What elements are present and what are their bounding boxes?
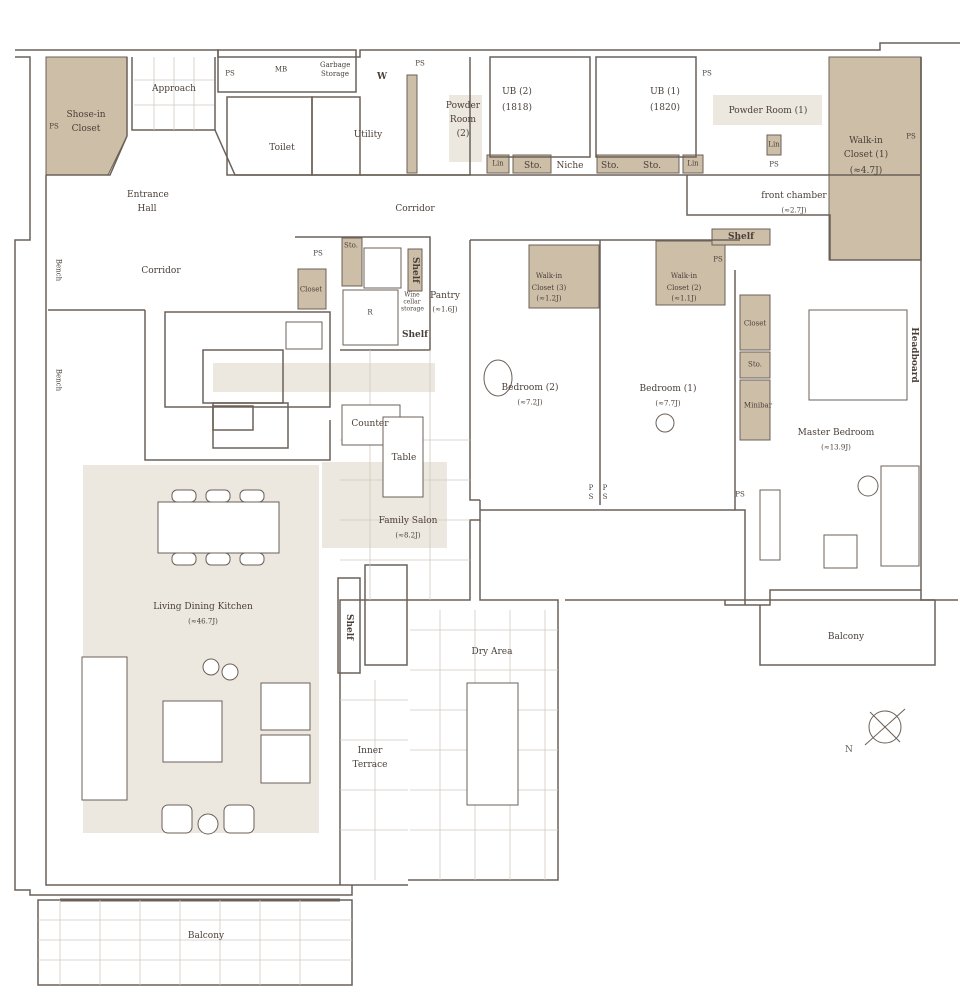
ps-label: PS xyxy=(49,122,59,131)
corridor-label: Corridor xyxy=(141,266,181,276)
headboard-label: Headboard xyxy=(909,327,919,383)
shelf-label: Shelf xyxy=(401,330,429,340)
ps-label: PS xyxy=(769,160,779,169)
walk-in-closet-3-size: (≈1.2J) xyxy=(536,294,562,303)
ps-label: P S xyxy=(588,484,594,501)
inner-terrace-label: Inner Terrace xyxy=(352,746,388,770)
walls xyxy=(14,42,960,986)
shelf-label: Shelf xyxy=(410,256,420,284)
linen-label: Lin xyxy=(492,159,504,168)
ldk-label: Living Dining Kitchen xyxy=(153,602,253,612)
storage-label: Sto. xyxy=(748,360,762,369)
walk-in-closet-2-size: (≈1.1J) xyxy=(671,294,697,303)
table-label: Table xyxy=(391,453,417,463)
family-salon-label: Family Salon xyxy=(378,516,438,526)
minibar-label: Minibar xyxy=(743,401,773,410)
approach-label: Approach xyxy=(152,84,196,94)
bedroom-2-label: Bedroom (2) xyxy=(501,383,559,393)
furniture xyxy=(81,247,920,835)
powder-room-2-label: Powder Room (2) xyxy=(445,101,481,139)
storage-label: Sto. xyxy=(344,241,358,250)
bench-label: Bench xyxy=(54,258,63,282)
tile-grids xyxy=(38,57,558,985)
master-bedroom-size: (≈13.9J) xyxy=(821,443,851,452)
ub2-label: UB (2) xyxy=(502,87,532,97)
dry-area-label: Dry Area xyxy=(471,647,513,657)
ldk-size: (≈46.7J) xyxy=(188,617,218,626)
wine-cellar-label: Wine cellar storage xyxy=(401,291,424,313)
ub1-size-label: (1820) xyxy=(650,103,680,113)
powder-room-1-label: Powder Room (1) xyxy=(728,106,808,116)
closet-label: Closet xyxy=(743,319,767,328)
bedroom-2-size: (≈7.2J) xyxy=(517,398,543,407)
pantry-label: Pantry xyxy=(430,291,460,301)
entrance-hall-label: Entrance Hall xyxy=(127,190,169,214)
ps-label: PS xyxy=(735,490,745,499)
shelf-label: Shelf xyxy=(727,232,755,242)
ub1-label: UB (1) xyxy=(650,87,680,97)
linen-label: Lin xyxy=(768,140,780,149)
ps-label: PS xyxy=(713,255,723,264)
walk-in-closet-3-label: Walk-in Closet (3) xyxy=(531,272,567,292)
storage-label: Sto. xyxy=(524,161,542,171)
ps-label: P S xyxy=(602,484,608,501)
garbage-storage-label: Garbage Storage xyxy=(320,61,351,78)
svg-text:N: N xyxy=(845,745,853,755)
niche-label: Niche xyxy=(556,161,584,171)
bench-label: Bench xyxy=(54,368,63,392)
corridor-label: Corridor xyxy=(395,204,435,214)
closet-fills xyxy=(45,56,922,441)
front-chamber-label: front chamber xyxy=(761,191,827,201)
mb-label: MB xyxy=(274,65,288,74)
balcony-label: Balcony xyxy=(827,632,865,642)
balcony-label: Balcony xyxy=(187,931,225,941)
ps-label: PS xyxy=(313,249,323,258)
toilet-label: Toilet xyxy=(269,143,295,153)
walk-in-closet-1-label: Walk-in Closet (1) xyxy=(843,136,889,160)
washer-label: W xyxy=(376,72,388,82)
ps-label: PS xyxy=(702,69,712,78)
master-bedroom-label: Master Bedroom xyxy=(797,428,875,438)
utility-label: Utility xyxy=(353,130,383,140)
shoe-closet-label: Shose-in Closet xyxy=(66,110,106,134)
refrigerator-label: R xyxy=(367,308,373,317)
ub2-size-label: (1818) xyxy=(502,103,532,113)
bedroom-1-size: (≈7.7J) xyxy=(655,399,681,408)
north-compass-icon: N xyxy=(845,708,906,755)
front-chamber-size: (≈2.7J) xyxy=(781,206,807,215)
family-salon-size: (≈8.2J) xyxy=(395,531,421,540)
bedroom-1-label: Bedroom (1) xyxy=(639,384,697,394)
storage-label: Sto. xyxy=(643,161,661,171)
storage-label: Sto. xyxy=(601,161,619,171)
walk-in-closet-2-label: Walk-in Closet (2) xyxy=(666,272,702,292)
pantry-size: (≈1.6J) xyxy=(432,305,458,314)
linen-label: Lin xyxy=(687,159,699,168)
counter-label: Counter xyxy=(351,419,389,429)
walk-in-closet-1-size: (≈4.7J) xyxy=(849,166,883,176)
shelf-label: Shelf xyxy=(344,613,354,641)
ps-label: PS xyxy=(225,69,235,78)
ps-label: PS xyxy=(415,59,425,68)
closet-label: Closet xyxy=(299,285,323,294)
ps-label: PS xyxy=(906,132,916,141)
